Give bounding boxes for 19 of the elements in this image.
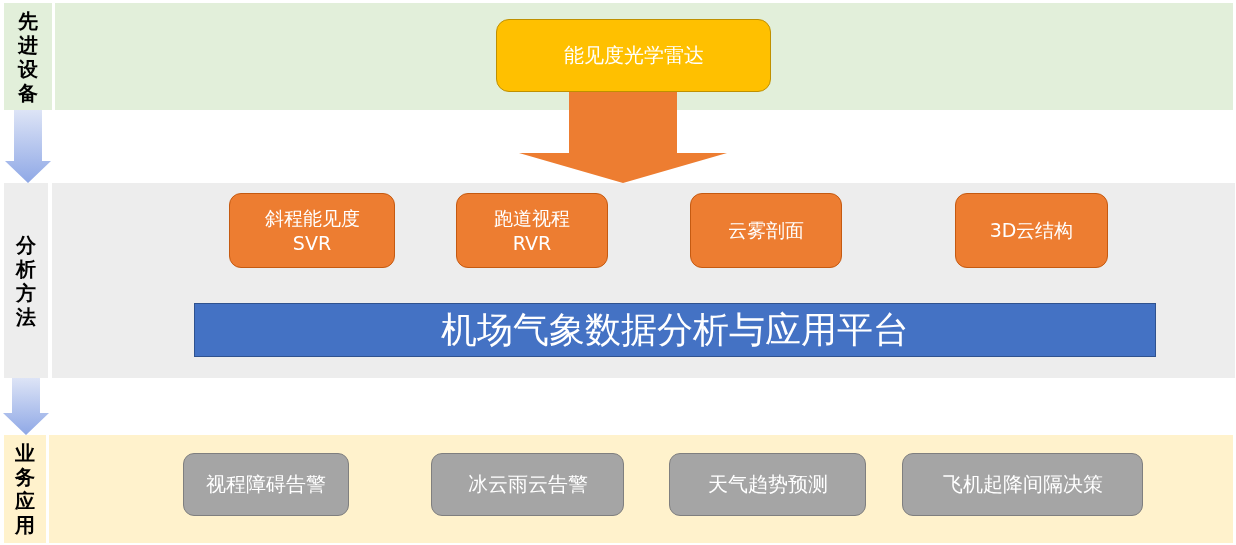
band-label: 业务应用 — [4, 435, 46, 543]
block-arrow — [5, 110, 51, 183]
device-box: 能见度光学雷达 — [496, 19, 771, 92]
application-box: 飞机起降间隔决策 — [902, 453, 1143, 516]
band-label: 分析方法 — [4, 183, 48, 378]
platform-bar: 机场气象数据分析与应用平台 — [194, 303, 1156, 357]
method-box: 3D云结构 — [955, 193, 1108, 268]
band-background — [55, 3, 1233, 110]
block-arrow — [3, 378, 49, 435]
method-box: 斜程能见度 SVR — [229, 193, 395, 268]
block-arrow — [519, 92, 727, 183]
application-box: 视程障碍告警 — [183, 453, 349, 516]
band-background — [49, 435, 1233, 543]
band-background — [52, 183, 1235, 378]
band-label: 先进设备 — [4, 3, 52, 110]
application-box: 冰云雨云告警 — [431, 453, 624, 516]
method-box: 跑道视程 RVR — [456, 193, 608, 268]
method-box: 云雾剖面 — [690, 193, 842, 268]
application-box: 天气趋势预测 — [669, 453, 866, 516]
